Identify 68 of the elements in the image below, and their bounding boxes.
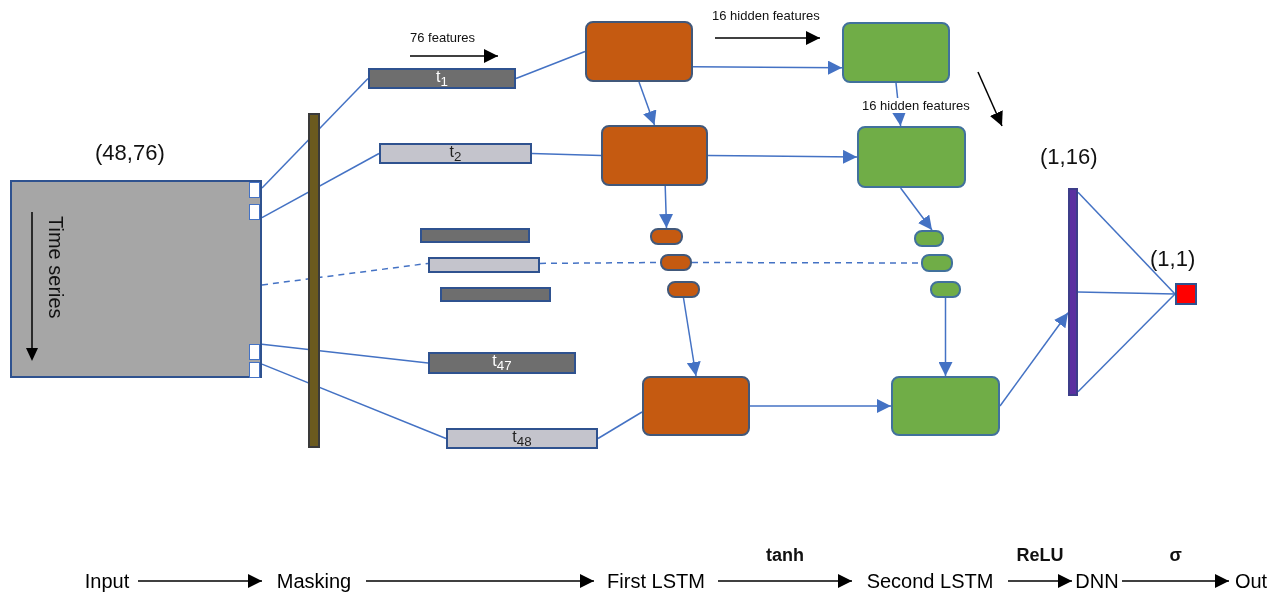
- arrow: [999, 312, 1069, 407]
- lstm-cell: [891, 376, 1000, 436]
- lstm-cell: [642, 376, 750, 436]
- lstm-cell: [857, 126, 966, 188]
- lstm-cell: [842, 22, 950, 83]
- input-matrix: [10, 180, 262, 378]
- dashed-line: [261, 262, 429, 286]
- arrow: [1007, 574, 1073, 588]
- dimension-label: (1,16): [1040, 144, 1098, 170]
- arrow: [938, 297, 953, 377]
- bar-label: t$_{47}$: [492, 352, 512, 374]
- output-square: [1175, 283, 1197, 305]
- connector-line: [1077, 291, 1176, 295]
- dimension-label: (1,1): [1150, 246, 1196, 272]
- flow-label: Second LSTM: [852, 568, 1008, 594]
- lstm-cell: [667, 281, 700, 298]
- arrow: [638, 81, 657, 126]
- arrow: [749, 399, 892, 413]
- connector-line: [1077, 191, 1176, 295]
- timestep-bar: [379, 143, 532, 164]
- timestep-bar: [368, 68, 516, 89]
- flow-label: DNN: [1072, 568, 1122, 594]
- flow-label: First LSTM: [594, 568, 718, 594]
- bar-label: t$_{48}$: [512, 427, 532, 450]
- arrow: [899, 187, 933, 231]
- timestep-bar: [440, 287, 551, 302]
- masking-layer-bar: [308, 113, 320, 448]
- connector-line: [597, 411, 643, 440]
- connector-line: [261, 152, 380, 219]
- dense-layer-bar: [1068, 188, 1078, 396]
- lstm-cell: [930, 281, 961, 298]
- connector-line: [261, 363, 447, 440]
- annotation-text: 76 features: [410, 30, 476, 45]
- arrow: [682, 297, 701, 377]
- lstm-cell: [650, 228, 683, 245]
- arrow: [692, 60, 843, 75]
- arrow: [707, 149, 858, 164]
- arrow: [659, 185, 674, 229]
- connector-line: [261, 77, 369, 189]
- connector-line: [531, 152, 602, 157]
- bar-label: t$_{1}$: [436, 67, 448, 90]
- lstm-cell: [914, 230, 944, 247]
- arrow: [717, 574, 853, 588]
- arrow: [137, 574, 263, 588]
- timestep-bar: [428, 352, 576, 374]
- arrow: [1121, 574, 1230, 588]
- flow-label: Out: [1229, 568, 1273, 594]
- lstm-cell: [660, 254, 692, 271]
- timestep-bar: [446, 428, 598, 449]
- lstm-cell: [585, 21, 693, 82]
- annotation-text: 16 hidden features: [712, 8, 820, 23]
- edge-label: ReLU: [1016, 545, 1064, 566]
- axis-label: Time series: [44, 216, 67, 319]
- connector-line: [261, 343, 429, 364]
- annotation-text: 16 hidden features: [862, 98, 970, 113]
- connector-line: [515, 50, 586, 80]
- timestep-bar: [420, 228, 530, 243]
- connector-line: [1077, 293, 1176, 393]
- timestep-bar: [428, 257, 540, 273]
- lstm-cell: [601, 125, 708, 186]
- bar-label: t$_{2}$: [449, 142, 462, 165]
- dimension-label: (48,76): [95, 140, 165, 166]
- lstm-cell: [921, 254, 953, 272]
- edge-label: σ: [1169, 545, 1182, 566]
- arrow: [365, 574, 595, 588]
- edge-label: tanh: [766, 545, 804, 566]
- flow-label: Input: [76, 568, 138, 594]
- flow-label: Masking: [262, 568, 366, 594]
